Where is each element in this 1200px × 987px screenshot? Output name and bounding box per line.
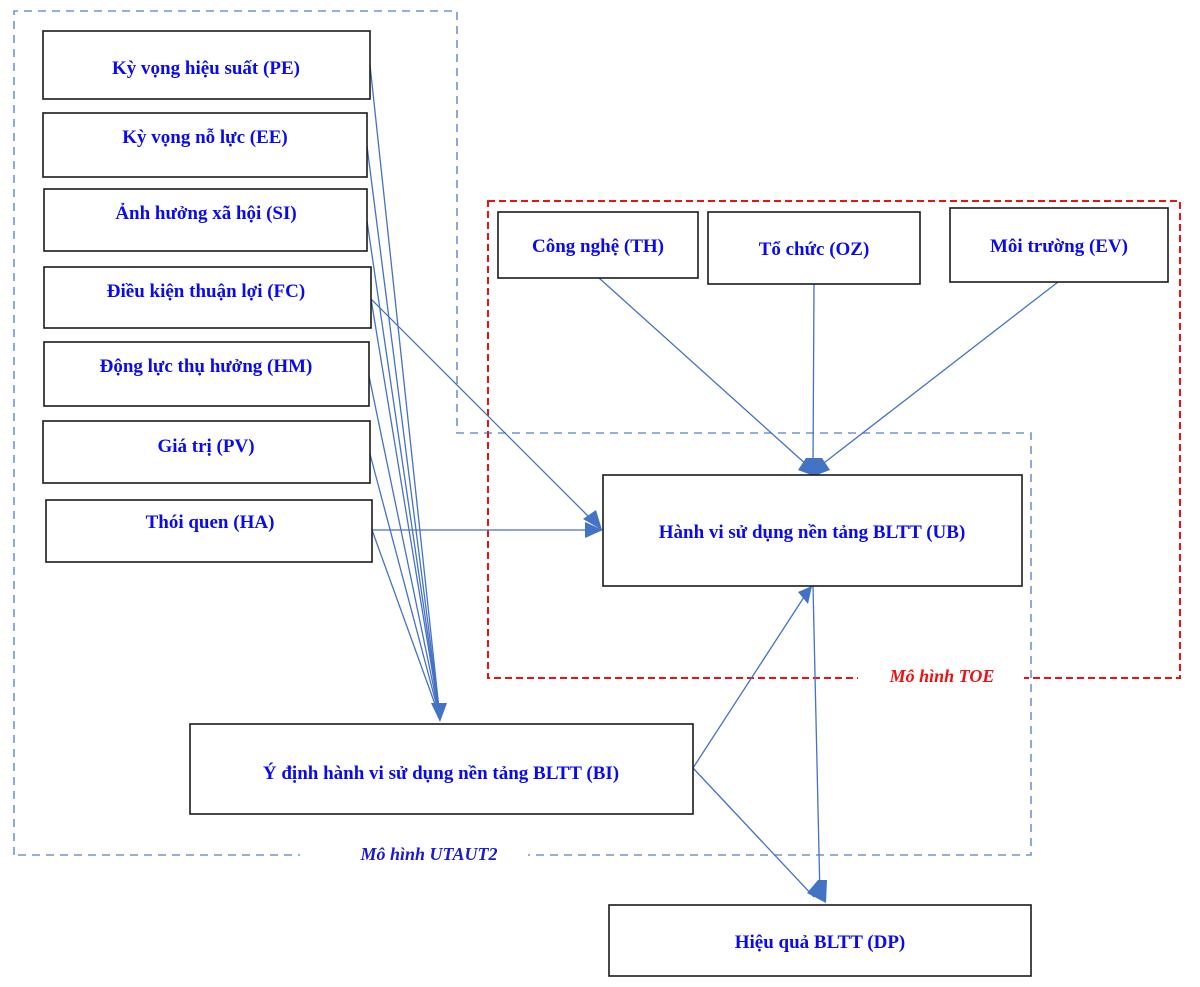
node-th-box xyxy=(497,211,699,279)
node-dp-box xyxy=(608,904,1032,977)
node-pv-box xyxy=(42,420,371,484)
node-oz: Tổ chức (OZ) xyxy=(707,211,921,285)
edge-oz-ub xyxy=(812,283,815,467)
arrowhead-dp-top xyxy=(807,880,827,903)
edge-th-ub xyxy=(598,277,809,467)
node-oz-label: Tổ chức (OZ) xyxy=(759,239,870,260)
node-ev: Môi trường (EV) xyxy=(949,207,1169,283)
node-si-label: Ảnh hưởng xã hội (SI) xyxy=(115,203,296,224)
arrowhead-ub-top xyxy=(798,458,830,476)
arrowheads xyxy=(431,458,830,903)
node-hm-box xyxy=(43,341,370,407)
utaut2-frame xyxy=(13,10,1032,856)
node-bi: Ý định hành vi sử dụng nền tảng BLTT (BI… xyxy=(189,723,694,815)
edge-bi-ub xyxy=(692,593,807,769)
arrowhead-ub-bottom xyxy=(798,586,812,604)
node-pe-label: Kỳ vọng hiệu suất (PE) xyxy=(112,58,300,79)
edge-fc-ub xyxy=(370,298,595,523)
edge-ub-dp xyxy=(812,585,821,898)
node-ha: Thói quen (HA) xyxy=(45,499,373,563)
node-pv: Giá trị (PV) xyxy=(42,420,371,484)
node-pv-label: Giá trị (PV) xyxy=(157,436,254,457)
node-ha-box xyxy=(45,499,373,563)
edge-pv-bi xyxy=(369,453,441,719)
node-ub-label: Hành vi sử dụng nền tảng BLTT (UB) xyxy=(659,522,966,543)
node-ub: Hành vi sử dụng nền tảng BLTT (UB) xyxy=(602,474,1023,587)
node-fc-box xyxy=(43,266,372,329)
edge-ev-ub xyxy=(819,281,1059,467)
node-ha-label: Thói quen (HA) xyxy=(146,512,275,533)
node-ev-box xyxy=(949,207,1169,283)
edge-si-bi xyxy=(366,220,441,719)
node-hm: Động lực thụ hưởng (HM) xyxy=(43,341,370,407)
node-fc: Điều kiện thuận lợi (FC) xyxy=(43,266,372,329)
edge-bi-dp xyxy=(692,767,815,898)
arrowhead-bi-top xyxy=(431,703,447,722)
node-hm-label: Động lực thụ hưởng (HM) xyxy=(100,356,313,377)
arrowhead-ub-left-fc xyxy=(583,510,602,530)
node-ee-box xyxy=(42,112,368,178)
arrowhead-ub-left-ha xyxy=(585,522,603,538)
node-dp: Hiệu quả BLTT (DP) xyxy=(608,904,1032,977)
node-pe-box xyxy=(42,30,371,100)
edge-ha-bi xyxy=(371,529,441,719)
node-ee: Kỳ vọng nỗ lực (EE) xyxy=(42,112,368,178)
node-dp-label: Hiệu quả BLTT (DP) xyxy=(735,932,906,953)
node-oz-box xyxy=(707,211,921,285)
edge-ee-bi xyxy=(366,145,441,719)
utaut2-frame-label: Mô hình UTAUT2 xyxy=(359,844,497,864)
node-ev-label: Môi trường (EV) xyxy=(990,236,1128,257)
node-ub-box xyxy=(602,474,1023,587)
node-si-box xyxy=(43,188,368,252)
toe-frame-label: Mô hình TOE xyxy=(889,666,995,686)
node-pe: Kỳ vọng hiệu suất (PE) xyxy=(42,30,371,100)
node-th: Công nghệ (TH) xyxy=(497,211,699,279)
edge-hm-bi xyxy=(368,375,441,719)
node-fc-label: Điều kiện thuận lợi (FC) xyxy=(107,281,305,302)
edge-fc-bi xyxy=(370,298,441,719)
node-th-label: Công nghệ (TH) xyxy=(532,236,664,257)
node-bi-box xyxy=(189,723,694,815)
edges xyxy=(366,64,1059,898)
toe-frame xyxy=(487,200,1181,679)
edge-pe-bi xyxy=(369,64,441,719)
node-ee-label: Kỳ vọng nỗ lực (EE) xyxy=(122,127,288,148)
node-si: Ảnh hưởng xã hội (SI) xyxy=(43,188,368,252)
node-bi-label: Ý định hành vi sử dụng nền tảng BLTT (BI… xyxy=(263,762,619,784)
